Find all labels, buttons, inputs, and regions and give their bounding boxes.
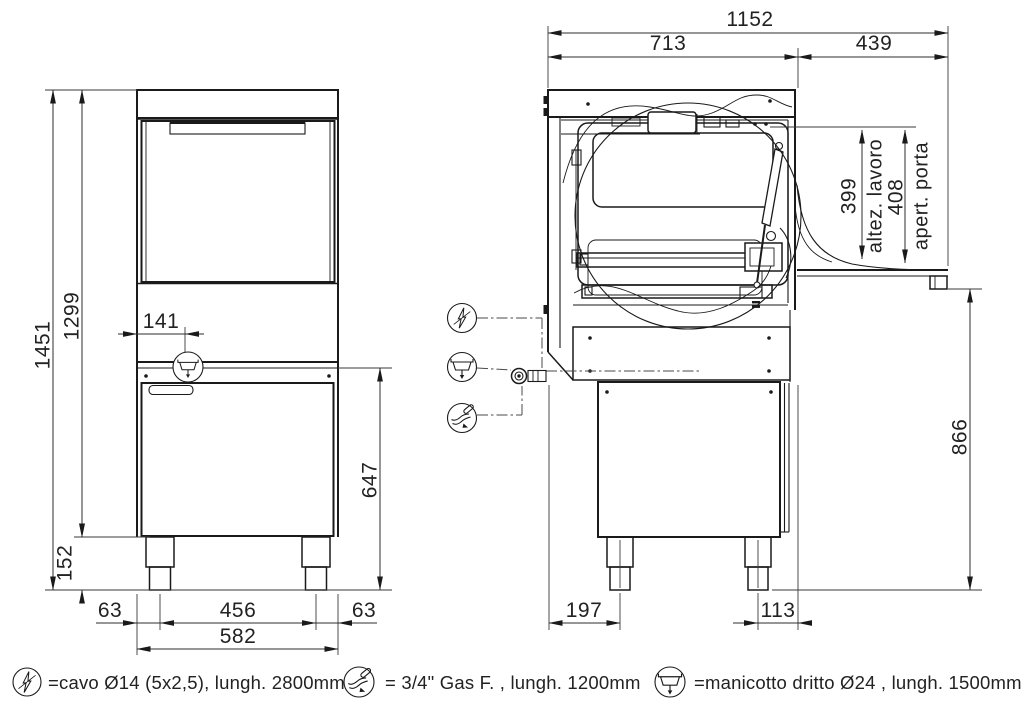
dim-front-stand-height: 647: [359, 462, 382, 499]
side-stand: [597, 381, 781, 538]
dim-front-margin-right: 63: [352, 599, 376, 622]
front-wash-door: [140, 120, 336, 283]
dim-side-door-opening: 408: [885, 179, 908, 216]
dim-front-leg-span: 456: [220, 599, 257, 622]
water-tap-icon: [446, 402, 478, 434]
front-dimensions: 1451 1299 152 647 141 63 456 63 582: [32, 89, 392, 655]
utility-connections: [446, 302, 700, 434]
front-stand-handle: [148, 384, 194, 396]
dim-side-front-leg: 197: [566, 599, 603, 622]
dim-front-width: 582: [220, 625, 257, 648]
door-window: [592, 132, 774, 208]
legend: =cavo Ø14 (5x2,5), lungh. 2800mm = 3/4" …: [12, 666, 1022, 698]
dim-side-work-height: 399: [838, 178, 861, 215]
dim-front-drain-offset: 141: [143, 310, 180, 333]
dim-front-leg-height: 152: [54, 545, 77, 582]
front-control-panel: [136, 89, 339, 119]
front-legs: [145, 536, 331, 591]
label-door-opening: apert. porta: [910, 141, 932, 250]
dim-top-depth: 713: [650, 32, 687, 55]
dim-front-margin-left: 63: [98, 599, 122, 622]
dim-front-total-height: 1451: [32, 321, 55, 370]
door-end-bracket: [929, 275, 948, 290]
water-tap-icon: [343, 666, 375, 698]
drain-sleeve-icon: [446, 351, 478, 383]
drain-fitting: [510, 367, 547, 385]
front-view: [136, 89, 339, 591]
dim-top-overall: 1152: [726, 8, 773, 31]
side-view: [446, 89, 949, 591]
dim-side-rear-leg: 113: [761, 599, 796, 622]
rack-rail: [576, 252, 753, 268]
dim-top-door-extension: 439: [856, 32, 893, 55]
drain-sleeve-icon: [654, 666, 686, 698]
side-kick-panel: [572, 326, 791, 381]
open-door: [794, 184, 949, 290]
side-legs: [606, 536, 772, 591]
front-drain-symbol: [172, 327, 204, 383]
label-work-height: altez. lavoro: [864, 139, 886, 253]
legend-water-text: = 3/4" Gas F. , lungh. 1200mm: [385, 672, 641, 693]
side-dimensions: 1152 713 439 399 altez. lavoro 408 apert…: [547, 8, 982, 630]
electric-icon: [446, 302, 478, 334]
electric-icon: [12, 667, 42, 697]
front-door-handle: [169, 122, 306, 135]
legend-electric-text: =cavo Ø14 (5x2,5), lungh. 2800mm: [48, 672, 345, 693]
front-stand-door: [140, 382, 335, 537]
side-door-mechanism-detail: [561, 94, 802, 330]
detail-balloon-circle: [574, 102, 802, 330]
dim-side-table-floor: 866: [949, 419, 972, 456]
dim-front-body-height: 1299: [61, 292, 84, 341]
legend-drain-text: =manicotto dritto Ø24 , lungh. 1500mm: [694, 672, 1022, 693]
